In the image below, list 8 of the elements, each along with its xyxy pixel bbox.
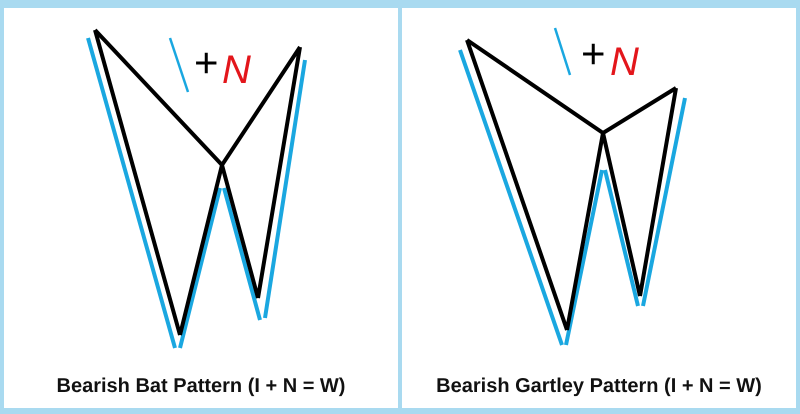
pattern-caption: Bearish Bat Pattern (I + N = W) (56, 375, 346, 398)
n-letter: N (222, 50, 251, 90)
pattern-caption: Bearish Gartley Pattern (I + N = W) (435, 375, 763, 398)
pattern-panel (402, 8, 796, 408)
pattern-panel (4, 8, 398, 408)
plus-sign: + (194, 42, 219, 84)
n-letter: N (610, 42, 639, 82)
plus-sign: + (581, 33, 606, 75)
